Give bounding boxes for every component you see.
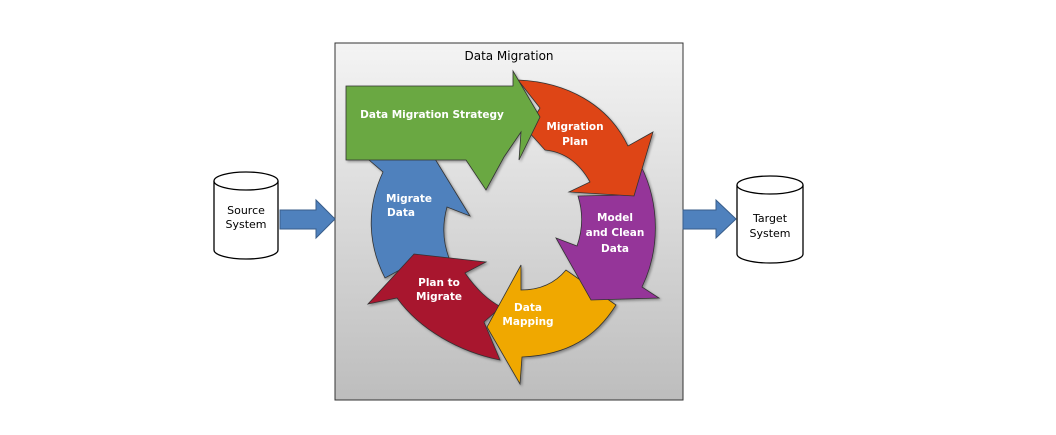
label-plan-1: Migration — [546, 121, 603, 133]
source-label-line1: Source — [227, 204, 265, 217]
flow-arrow-out — [682, 198, 737, 240]
step-arrow-migration-plan — [517, 79, 654, 197]
step-arrow-plan-to-migrate — [366, 253, 502, 361]
label-planmig-1: Plan to — [418, 277, 460, 289]
label-migrate-2: Data — [387, 207, 415, 219]
target-system: Target System — [736, 175, 804, 264]
step-arrow-data-mapping — [486, 264, 617, 386]
label-model-3: Data — [601, 243, 629, 255]
label-mapping-1: Data — [514, 302, 542, 314]
label-plan-2: Plan — [562, 136, 588, 148]
flow-arrow-in — [279, 198, 336, 240]
label-model-1: Model — [597, 212, 633, 224]
source-label-line2: System — [225, 218, 266, 231]
label-mapping-2: Mapping — [502, 316, 553, 328]
step-arrow-model-clean — [555, 165, 661, 301]
label-model-2: and Clean — [586, 227, 645, 239]
label-planmig-2: Migrate — [416, 291, 462, 303]
step-arrow-migrate-data — [360, 153, 471, 279]
step-labels: Data Migration Strategy Migration Plan M… — [360, 109, 644, 328]
panel-title: Data Migration — [464, 49, 553, 63]
step-arrow-strategy — [345, 69, 541, 191]
target-label-line1: Target — [752, 212, 788, 225]
label-strategy: Data Migration Strategy — [360, 109, 504, 121]
source-system: Source System — [213, 171, 279, 260]
target-label-line2: System — [749, 227, 790, 240]
label-migrate-1: Migrate — [386, 193, 432, 205]
